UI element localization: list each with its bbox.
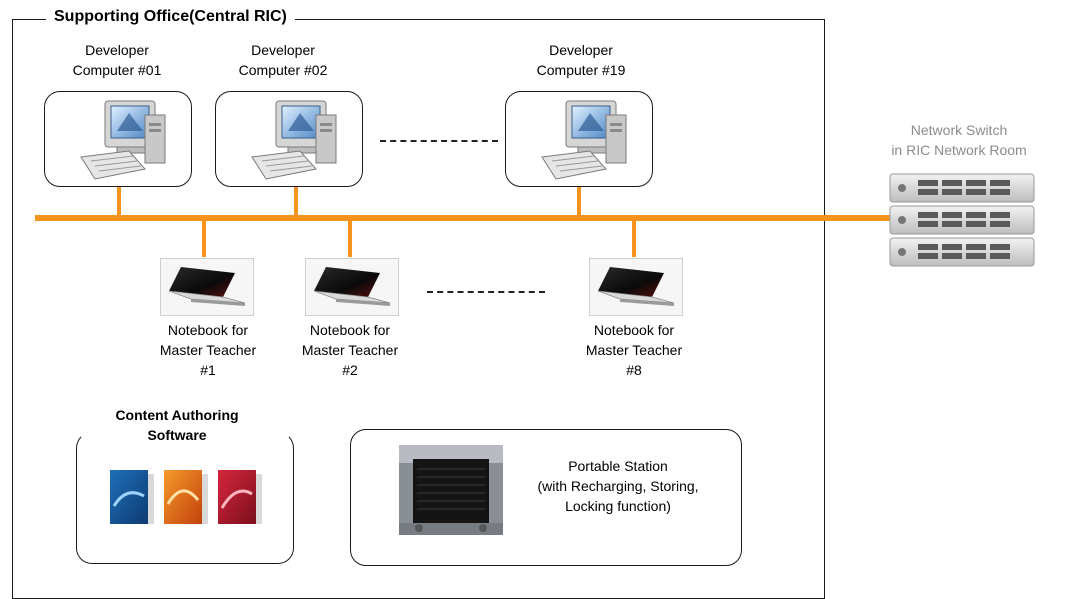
notebook-2-label: Notebook for Master Teacher #2	[301, 322, 399, 378]
bus-drop-developer-01	[117, 187, 121, 217]
portable-station-cart-icon	[399, 445, 503, 535]
desktop-computer-icon	[59, 95, 179, 183]
portable-station-label: Portable Station (with Recharging, Stori…	[537, 458, 699, 514]
software-boxes-icon	[110, 470, 262, 524]
developer-computer-01	[44, 91, 192, 187]
bus-drop-developer-19	[577, 187, 581, 217]
notebook-8	[589, 258, 683, 316]
notebook-2	[305, 258, 399, 316]
portable-station-box: Portable Station (with Recharging, Stori…	[350, 429, 742, 566]
ellipsis-dashes-computers	[380, 140, 498, 142]
developer-computer-02	[215, 91, 363, 187]
bus-drop-developer-02	[294, 187, 298, 217]
notebook-laptop-icon	[306, 259, 398, 315]
notebook-laptop-icon	[590, 259, 682, 315]
network-bus-line	[35, 215, 890, 221]
notebook-1-label: Notebook for Master Teacher #1	[159, 322, 257, 378]
desktop-computer-icon	[520, 95, 640, 183]
network-switch-label: Network Switch in RIC Network Room	[891, 122, 1027, 158]
developer-computer-19	[505, 91, 653, 187]
office-title: Supporting Office(Central RIC)	[46, 8, 295, 26]
bus-drop-notebook-1	[202, 219, 206, 257]
network-switch-icon	[889, 173, 1035, 267]
notebook-laptop-icon	[161, 259, 253, 315]
developer-02-label: Developer Computer #02	[238, 42, 328, 78]
notebook-1	[160, 258, 254, 316]
notebook-8-label: Notebook for Master Teacher #8	[585, 322, 683, 378]
developer-19-label: Developer Computer #19	[536, 42, 626, 78]
bus-drop-notebook-8	[632, 219, 636, 257]
ellipsis-dashes-notebooks	[427, 291, 545, 293]
developer-01-label: Developer Computer #01	[72, 42, 162, 78]
content-authoring-software-title: Content Authoring Software	[94, 405, 260, 445]
bus-drop-notebook-2	[348, 219, 352, 257]
desktop-computer-icon	[230, 95, 350, 183]
